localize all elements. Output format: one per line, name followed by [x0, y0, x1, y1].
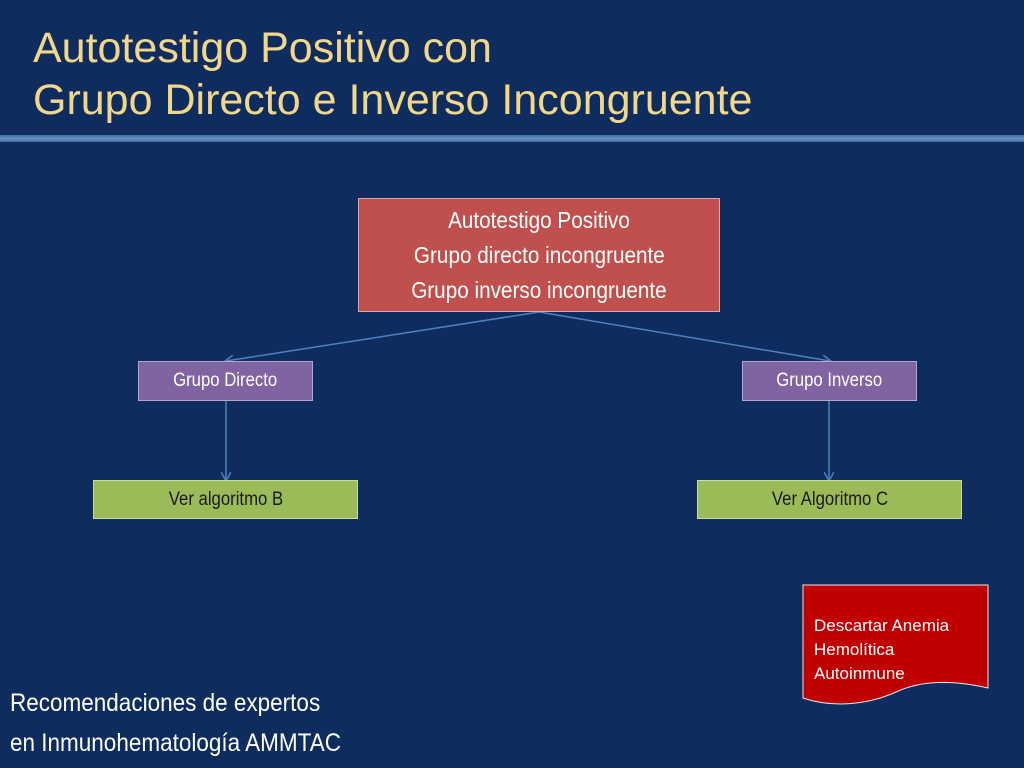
connector-root-to-inverse — [538, 311, 830, 361]
slide-title-line-2: Grupo Directo e Inverso Incongruente — [33, 76, 753, 124]
footer-line-1: Recomendaciones de expertos — [10, 689, 321, 717]
root-node-line-1: Autotestigo Positivo — [448, 206, 630, 233]
grupo-inverso-label: Grupo Inverso — [776, 370, 883, 391]
note-line-3: Autoinmune — [814, 664, 905, 683]
grupo-directo-node: Grupo Directo — [138, 361, 313, 401]
note-text: Descartar Anemia Hemolítica Autoinmune — [814, 614, 949, 686]
root-node-line-2: Grupo directo incongruente — [413, 241, 665, 268]
root-node-line-3: Grupo inverso incongruente — [411, 276, 667, 303]
note-line-2: Hemolítica — [814, 640, 895, 659]
note-line-1: Descartar Anemia — [814, 616, 950, 635]
slide-title: Autotestigo Positivo con Grupo Directo e… — [33, 22, 752, 126]
root-node: Autotestigo Positivo Grupo directo incon… — [358, 198, 720, 312]
footer-line-2: en Inmunohematología AMMTAC — [10, 729, 342, 757]
anemia-note: Descartar Anemia Hemolítica Autoinmune — [802, 584, 989, 710]
grupo-inverso-node: Grupo Inverso — [742, 361, 917, 401]
algoritmo-c-label: Ver Algoritmo C — [771, 488, 888, 510]
footer-credit: Recomendaciones de expertos en Inmunohem… — [10, 683, 378, 763]
algoritmo-b-label: Ver algoritmo B — [168, 488, 283, 510]
algoritmo-b-node: Ver algoritmo B — [93, 480, 358, 519]
algoritmo-c-node: Ver Algoritmo C — [697, 480, 962, 519]
grupo-directo-label: Grupo Directo — [173, 370, 278, 391]
slide-title-line-1: Autotestigo Positivo con — [33, 24, 492, 72]
connector-root-to-direct — [226, 311, 540, 361]
note-shape — [802, 584, 989, 705]
title-divider — [0, 135, 1024, 142]
